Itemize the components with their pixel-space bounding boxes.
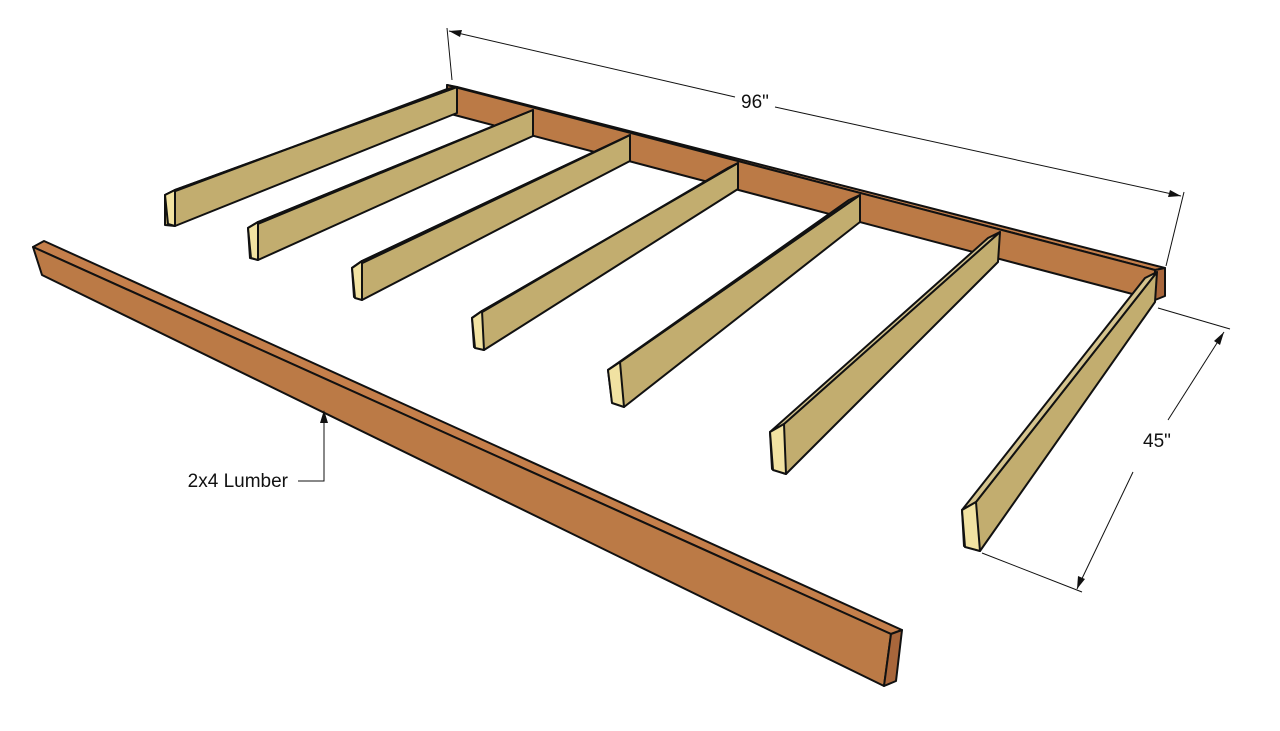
width-label: 45": [1143, 431, 1171, 452]
floor-joists: [164, 86, 1158, 552]
floor-joist: [351, 134, 631, 301]
length-label: 96": [741, 92, 769, 113]
floor-joist: [961, 271, 1158, 552]
lumber-callout: 2x4 Lumber: [188, 410, 328, 492]
length-dimension: 96": [446, 27, 1185, 267]
front-rim-joist: [32, 240, 903, 687]
lumber-callout-label: 2x4 Lumber: [188, 471, 289, 492]
floor-joist: [607, 194, 861, 408]
arrowhead-icon: [1168, 190, 1181, 197]
floor-joist: [769, 231, 1001, 475]
arrowhead-icon: [1214, 332, 1224, 345]
floor-joist: [247, 109, 534, 261]
arrowhead-icon: [1077, 576, 1085, 589]
floor-joist: [471, 162, 739, 351]
arrowhead-icon: [449, 30, 462, 37]
width-dimension: 45": [981, 307, 1231, 593]
arrowhead-icon: [320, 410, 328, 423]
floor-joist: [164, 86, 458, 227]
